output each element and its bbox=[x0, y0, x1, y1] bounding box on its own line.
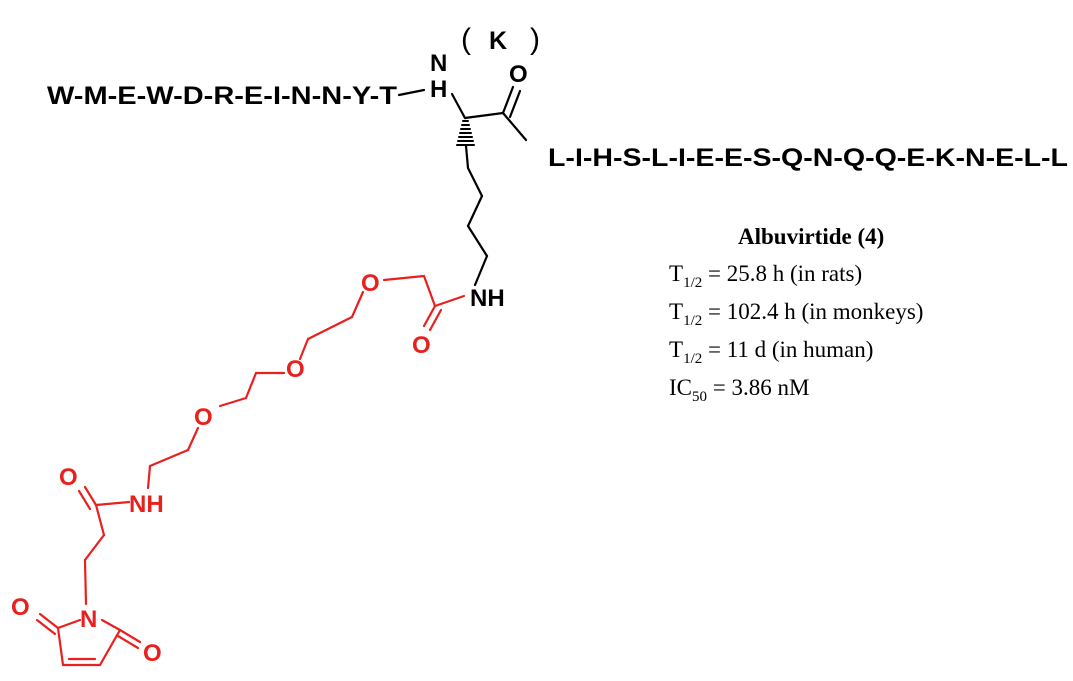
info-line-ic50-sub: 50 bbox=[692, 389, 707, 405]
bond-co-double-b bbox=[508, 89, 522, 119]
peptide-backbone bbox=[397, 85, 528, 287]
bond-mal-c2-c4 bbox=[98, 628, 122, 667]
info-line-monkeys-sub: 1/2 bbox=[683, 313, 702, 329]
bond-peg-3 bbox=[244, 371, 258, 400]
maleimide-o-right-label: O bbox=[143, 640, 162, 667]
bond-nh-amide2 bbox=[94, 500, 131, 507]
hashed-wedge-bond bbox=[456, 120, 475, 146]
bond-nh-calpha bbox=[450, 92, 467, 120]
bond-side-3 bbox=[466, 194, 484, 228]
info-line-ic50: IC50 = 3.86 nM bbox=[669, 375, 809, 405]
backbone-n-label: N bbox=[430, 50, 447, 77]
residue-paren-close: ) bbox=[530, 23, 540, 56]
bond-thr-nh bbox=[397, 88, 426, 97]
bond-side-4 bbox=[466, 224, 489, 258]
bond-chain-2 bbox=[83, 533, 106, 562]
c-terminal-sequence: L-I-H-S-L-I-E-E-S-Q-N-Q-Q-E-K-N-E-L-L bbox=[548, 144, 1068, 172]
bond-peg-6 bbox=[146, 464, 152, 490]
compound-info: Albuvirtide (4) T1/2 = 25.8 h (in rats) … bbox=[669, 224, 923, 405]
bond-o1-c bbox=[350, 290, 365, 319]
bond-peg-1 bbox=[306, 315, 354, 341]
bond-mal-c1-c3 bbox=[56, 626, 65, 667]
bond-mal-c2-o-b bbox=[116, 634, 140, 650]
bond-amide-co-b bbox=[428, 308, 443, 332]
info-line-monkeys-text: = 102.4 h (in monkeys) bbox=[702, 299, 923, 324]
ether-o1-label: O bbox=[361, 270, 380, 297]
bond-peg-4 bbox=[218, 396, 248, 408]
second-amide-o-label: O bbox=[59, 464, 78, 491]
peg-maleimide-linker-bonds bbox=[35, 274, 466, 667]
carbonyl-o-label: O bbox=[509, 61, 528, 88]
info-line-rats-prefix: T bbox=[669, 261, 683, 286]
info-line-human-sub: 1/2 bbox=[683, 351, 702, 367]
bond-mal-c2-o bbox=[118, 628, 142, 644]
residue-label-k: K bbox=[489, 27, 507, 55]
bond-chain-3 bbox=[83, 558, 88, 606]
bond-co-cterm bbox=[501, 111, 528, 142]
bond-mal-c1-o bbox=[38, 612, 60, 630]
info-line-rats-text: = 25.8 h (in rats) bbox=[702, 261, 862, 286]
info-line-ic50-prefix: IC bbox=[669, 375, 692, 400]
maleimide-n-label: N bbox=[80, 606, 97, 633]
compound-title: Albuvirtide (4) bbox=[738, 224, 884, 249]
info-line-human-prefix: T bbox=[669, 337, 683, 362]
bond-peg-2 bbox=[298, 337, 310, 361]
bond-o3-c bbox=[186, 426, 200, 452]
info-line-ic50-text: = 3.86 nM bbox=[707, 375, 809, 400]
bond-amide2-co-a bbox=[83, 485, 98, 507]
residue-paren-open: ( bbox=[461, 23, 471, 56]
bond-amide2-co-b bbox=[77, 489, 92, 511]
lysine-nh-label: NH bbox=[470, 285, 505, 312]
bond-ch2-o1 bbox=[382, 274, 426, 282]
bond-mal-c1-o-b bbox=[35, 618, 57, 636]
info-line-human: T1/2 = 11 d (in human) bbox=[669, 337, 873, 367]
bond-side-1 bbox=[464, 144, 470, 170]
bond-amide-c-nh bbox=[433, 294, 466, 308]
bond-co-double-a bbox=[501, 85, 515, 115]
linker-amide-o-label: O bbox=[412, 332, 431, 359]
info-line-rats: T1/2 = 25.8 h (in rats) bbox=[669, 261, 862, 291]
info-line-rats-sub: 1/2 bbox=[683, 275, 702, 291]
bond-amide-co-a bbox=[422, 304, 437, 328]
bond-peg-5 bbox=[148, 448, 190, 468]
bond-mal-n-c1 bbox=[56, 618, 82, 630]
bond-side-5 bbox=[473, 254, 489, 287]
bond-side-2 bbox=[466, 166, 484, 198]
second-amide-nh-label: NH bbox=[129, 491, 164, 518]
maleimide-o-left-label: O bbox=[11, 594, 30, 621]
bond-amide-ch2 bbox=[422, 274, 437, 308]
info-line-human-text: = 11 d (in human) bbox=[702, 337, 873, 362]
backbone-h-label: H bbox=[430, 76, 447, 103]
info-line-monkeys-prefix: T bbox=[669, 299, 683, 324]
info-line-monkeys: T1/2 = 102.4 h (in monkeys) bbox=[669, 299, 923, 329]
n-terminal-sequence: W-M-E-W-D-R-E-I-N-N-Y-T bbox=[47, 82, 397, 110]
bond-mal-n-c2 bbox=[100, 618, 122, 632]
bond-chain-1 bbox=[94, 503, 106, 537]
ether-o2-label: O bbox=[286, 356, 305, 383]
ether-o3-label: O bbox=[194, 404, 213, 431]
bond-calpha-co bbox=[463, 111, 505, 120]
